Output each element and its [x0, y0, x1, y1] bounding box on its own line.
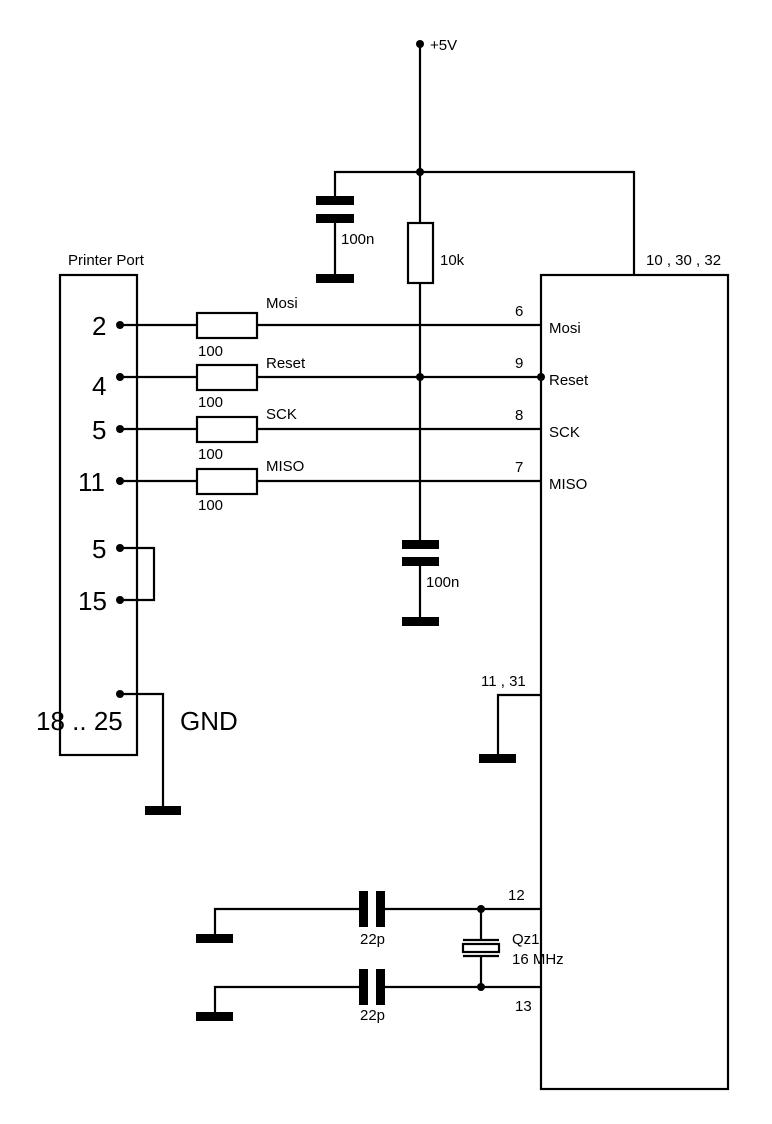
signal-line-reset: 100 Reset	[116, 355, 541, 411]
ic-body	[539, 273, 730, 1091]
ic-xtal-pin-number: 12	[508, 887, 525, 904]
crystal-name-label: Qz1	[512, 931, 540, 948]
ic-pin-number: 9	[515, 355, 523, 372]
signal-name-label: MISO	[266, 458, 304, 475]
resistor-body	[406, 221, 435, 285]
ic-pin-number: 6	[515, 303, 523, 320]
ground-symbol	[316, 274, 354, 283]
load-cap-wire	[213, 907, 359, 935]
resistor-value-label: 100	[198, 446, 223, 463]
series-resistor	[195, 363, 259, 392]
pullup-value-label: 10k	[440, 252, 465, 269]
port-loop-pin-number: 5	[92, 534, 106, 564]
supply-label: +5V	[430, 37, 457, 54]
microcontroller: 10 , 30 , 32 6 Mosi 9 Reset 8 SCK 7 MISO…	[479, 252, 730, 1091]
cap-plate	[402, 540, 439, 549]
ic-gnd-pins-label: 11 , 31	[481, 673, 526, 690]
load-cap-value-label: 22p	[360, 931, 385, 948]
signal-name-label: Mosi	[266, 295, 298, 312]
crystal-circuit: 22p 22p Qz1 16 MHz	[196, 891, 564, 1024]
ic-gnd-wire	[496, 693, 541, 755]
cap-plate	[376, 969, 385, 1005]
ic-pin-name: MISO	[549, 476, 587, 493]
cap-plate	[359, 891, 368, 927]
ic-vcc-pins-label: 10 , 30 , 32	[646, 252, 721, 269]
port-ground-pins-label: 18 .. 25	[36, 706, 123, 736]
decoupling-cap-reset: 100n	[402, 540, 459, 626]
decoupling-cap-top: 100n	[316, 196, 374, 283]
printer-port-body	[58, 273, 139, 757]
signal-line-mosi: 100 Mosi	[116, 295, 541, 360]
series-resistor	[195, 467, 259, 496]
ic-pin-number: 8	[515, 407, 523, 424]
resistor-value-label: 100	[198, 343, 223, 360]
ground-symbol	[479, 754, 516, 763]
port-loop-wire	[120, 546, 156, 602]
series-resistor	[195, 311, 259, 340]
signal-line-sck: 100 SCK	[116, 406, 541, 463]
ic-pin-name: Mosi	[549, 320, 581, 337]
ic-pin-name: Reset	[549, 372, 589, 389]
ground-symbol	[402, 617, 439, 626]
ic-pin-number: 7	[515, 459, 523, 476]
signal-line-miso: 100 MISO	[116, 458, 541, 514]
ground-symbol	[196, 934, 233, 943]
port-loop-pin-number: 15	[78, 586, 107, 616]
printer-port-title: Printer Port	[68, 252, 145, 269]
resistor-value-label: 100	[198, 394, 223, 411]
port-pin-number: 4	[92, 371, 106, 401]
printer-port: Printer Port 2 4 5 11 5 15 18 .. 25 GND	[36, 252, 238, 815]
ground-symbol	[145, 806, 181, 815]
port-pin-number: 5	[92, 415, 106, 445]
resistor-value-label: 100	[198, 497, 223, 514]
crystal-frequency-label: 16 MHz	[512, 951, 564, 968]
load-cap-wire	[213, 985, 359, 1013]
cap-plate	[316, 196, 354, 205]
signal-name-label: Reset	[266, 355, 306, 372]
ground-symbol	[196, 1012, 233, 1021]
port-pin-number: 11	[78, 467, 105, 497]
port-ground-label: GND	[180, 706, 238, 736]
cap-plate	[316, 214, 354, 223]
crystal-body	[461, 942, 501, 954]
port-pin-number: 2	[92, 311, 106, 341]
cap-plate	[359, 969, 368, 1005]
pullup-resistor: 10k	[406, 172, 465, 540]
vcc-rail-wire	[333, 170, 636, 275]
supply-net: +5V	[333, 37, 636, 275]
cap-plate	[402, 557, 439, 566]
ic-pin-name: SCK	[549, 424, 580, 441]
cap-value-label: 100n	[426, 574, 459, 591]
load-cap-value-label: 22p	[360, 1007, 385, 1024]
port-gnd-wire	[120, 692, 165, 806]
series-resistor	[195, 415, 259, 444]
ic-xtal-pin-number: 13	[515, 998, 532, 1015]
signal-name-label: SCK	[266, 406, 297, 423]
cap-plate	[376, 891, 385, 927]
cap-value-label: 100n	[341, 231, 374, 248]
